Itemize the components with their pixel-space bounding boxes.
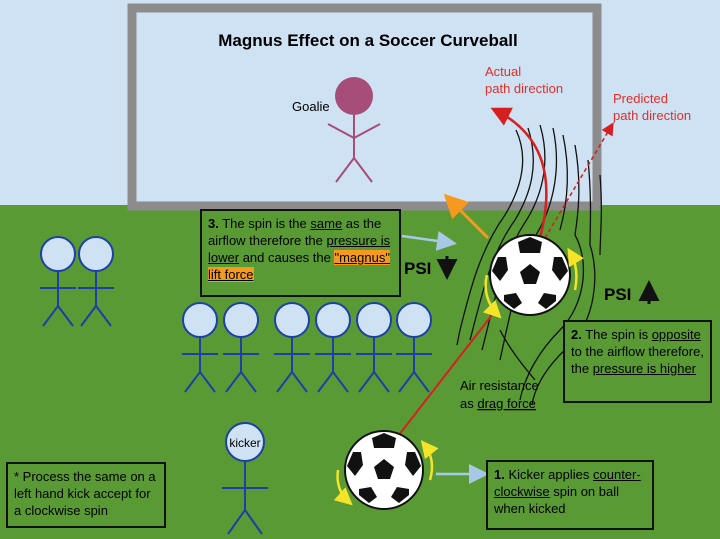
footnote-text: * Process the same on a left hand kick a…	[14, 469, 156, 518]
air-resistance-label-1: Air resistance	[460, 378, 539, 393]
note-1-box: 1. Kicker applies counter-clockwise spin…	[486, 460, 654, 530]
crowd-person-2	[78, 236, 114, 327]
pointer-arrow-note3	[401, 231, 457, 251]
lift-force-arrow	[443, 193, 490, 240]
note-1-text-2: spin on ball when kicked	[494, 484, 620, 516]
kicker-figure	[222, 422, 268, 535]
note-2-text-1: The spin is	[581, 327, 652, 342]
kicker-label: kicker	[229, 436, 260, 450]
predicted-path-line	[544, 122, 614, 239]
psi-left-label: PSI	[404, 259, 431, 278]
crowd-person-4	[223, 302, 259, 393]
goalie-figure	[327, 77, 381, 183]
crowd-person-1	[40, 236, 76, 327]
crowd-person-8	[396, 302, 432, 393]
spin-arrow-top-right	[567, 247, 584, 291]
note-3-text-2: as the airflow therefore the	[208, 216, 382, 248]
crowd-person-7	[356, 302, 392, 393]
footnote-box: * Process the same on a left hand kick a…	[6, 462, 166, 528]
actual-path-label-2: path direction	[485, 81, 563, 96]
note-3-same: same	[310, 216, 343, 231]
predicted-path-label-1: Predicted	[613, 91, 668, 106]
actual-path-curve	[490, 107, 548, 239]
note-1-ccw: counter-clockwise	[494, 467, 641, 499]
soccer-ball-bottom	[344, 430, 424, 510]
soccer-ball-top	[489, 234, 571, 316]
crowd-person-6	[315, 302, 351, 393]
note-3-text-3: and causes the	[239, 250, 335, 265]
goalie-head	[335, 77, 373, 115]
goal-frame	[127, 3, 602, 211]
note-2-opposite: opposite	[651, 327, 701, 342]
note-2-box: 2. The spin is opposite to the airflow t…	[563, 320, 712, 403]
note-3-text-1: The spin is the	[218, 216, 311, 231]
crowd-person-5	[274, 302, 310, 393]
note-3-pressure-lower: pressure is lower	[208, 233, 391, 265]
spin-arrow-top-left	[482, 274, 502, 319]
goalie-label: Goalie	[292, 99, 330, 114]
spin-arrow-bottom-left	[333, 469, 353, 506]
psi-right-label: PSI	[604, 285, 631, 304]
spin-arrow-bottom-right	[420, 440, 439, 481]
note-2-text-2: to the airflow therefore, the	[571, 344, 704, 376]
note-2-number: 2.	[571, 327, 582, 342]
crowd-figures	[40, 236, 432, 393]
note-1-number: 1.	[494, 467, 505, 482]
note-3-number: 3.	[208, 216, 219, 231]
kick-trajectory	[394, 314, 493, 441]
note-2-pressure-higher: pressure is higher	[592, 361, 697, 376]
air-resistance-label-2: as drag force	[460, 396, 536, 411]
note-3-box: 3. The spin is the same as the airflow t…	[200, 209, 401, 297]
actual-path-label-1: Actual	[485, 64, 521, 79]
note-1-text-1: Kicker applies	[504, 467, 593, 482]
diagram-title: Magnus Effect on a Soccer Curveball	[218, 31, 517, 50]
crowd-person-3	[182, 302, 218, 393]
predicted-path-label-2: path direction	[613, 108, 691, 123]
